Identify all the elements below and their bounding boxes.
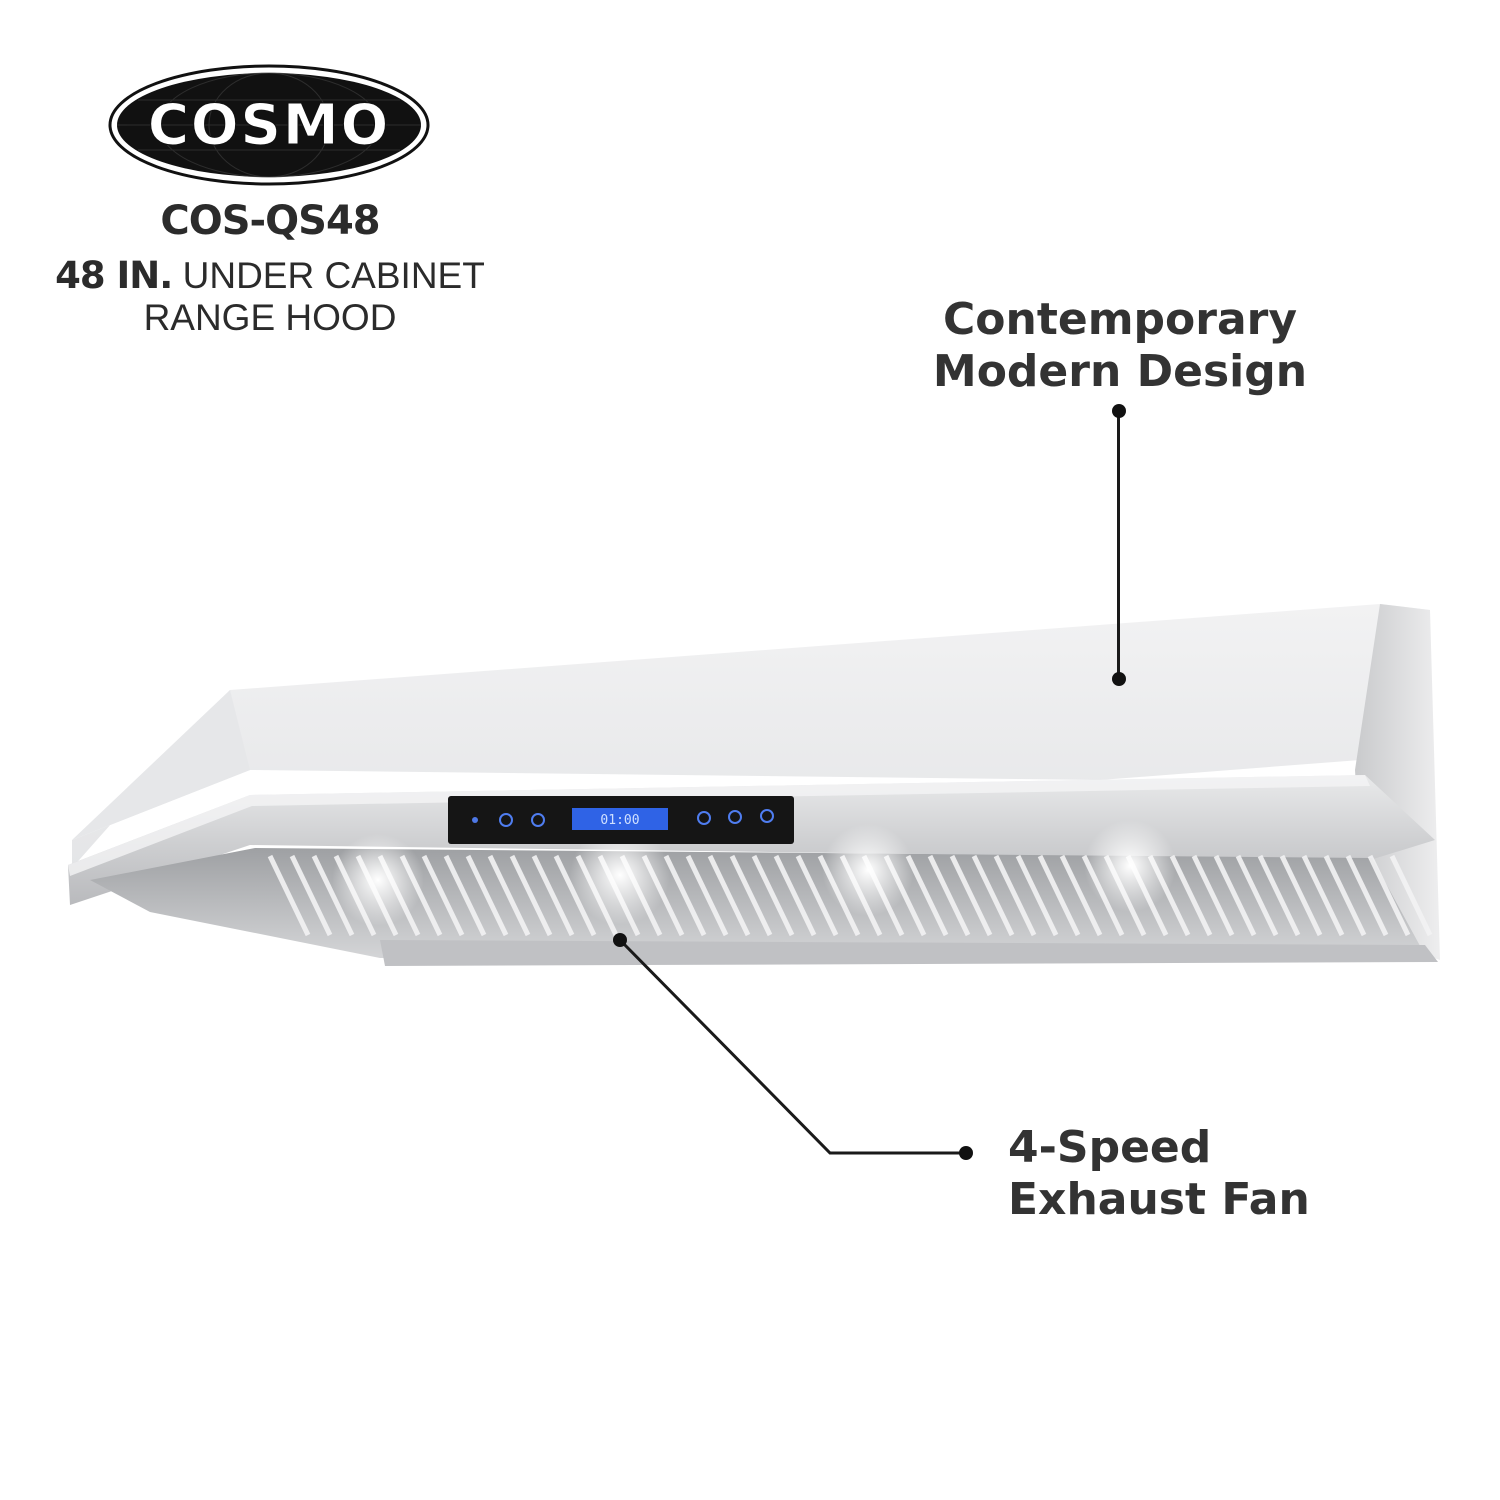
design-leader-dot-bottom	[1112, 672, 1126, 686]
type-label: UNDER CABINET	[172, 255, 485, 296]
baffle-slat	[443, 854, 487, 937]
model-number: COS-QS48	[160, 198, 380, 244]
design-leader-line	[1117, 410, 1120, 680]
callout-fan-line-1: 4-Speed	[1008, 1122, 1212, 1173]
size-label: 48 IN.	[55, 254, 173, 297]
fan-leader-dot-start	[613, 933, 627, 947]
baffle-slat	[1257, 854, 1301, 937]
baffle-slat	[1169, 854, 1213, 937]
baffle-slat	[971, 854, 1015, 937]
fan-leader-dot-end	[959, 1146, 973, 1160]
light-icon	[531, 813, 545, 827]
baffle-slat	[795, 854, 839, 937]
baffle-slat	[1235, 854, 1279, 937]
cosmo-logo: COSMO	[108, 64, 430, 186]
minus-icon	[697, 811, 711, 825]
baffle-slat	[1015, 854, 1059, 937]
description-line-2: RANGE HOOD	[143, 297, 397, 338]
callout-design-line-2: Modern Design	[932, 346, 1308, 397]
callout-design-line-1: Contemporary	[942, 294, 1298, 345]
design-leader-dot-top	[1112, 404, 1126, 418]
baffle-slat	[1367, 854, 1411, 937]
baffle-slat	[751, 854, 795, 937]
baffle-slat	[509, 854, 553, 937]
baffle-slat	[1037, 854, 1081, 937]
baffle-slat	[773, 854, 817, 937]
baffle-slat	[289, 854, 333, 937]
baffle-slat	[1323, 854, 1367, 937]
callout-fan-line-2: Exhaust Fan	[1008, 1174, 1310, 1225]
baffle-slat	[1191, 854, 1235, 937]
baffle-slat	[421, 854, 465, 937]
baffle-slat	[531, 854, 575, 937]
baffle-slat	[1059, 854, 1103, 937]
power-icon	[499, 813, 513, 827]
description-line-1: 48 IN. UNDER CABINET	[0, 255, 540, 297]
baffle-slat	[1301, 854, 1345, 937]
callout-fan: 4-Speed Exhaust Fan	[1008, 1122, 1428, 1226]
baffle-slat	[267, 854, 311, 937]
baffle-slat	[1389, 854, 1433, 937]
wifi-icon	[472, 817, 478, 823]
baffle-slat	[729, 854, 773, 937]
baffle-slat	[1213, 854, 1257, 937]
timer-icon	[760, 809, 774, 823]
baffle-slat	[707, 854, 751, 937]
baffle-slat	[993, 854, 1037, 937]
logo-graphic: COSMO	[108, 64, 430, 186]
display-time: 01:00	[600, 813, 639, 828]
baffle-slat	[905, 854, 949, 937]
baffle-slat	[663, 854, 707, 937]
baffle-slat	[1345, 854, 1389, 937]
plus-icon	[728, 810, 742, 824]
baffle-slat	[1279, 854, 1323, 937]
lcd-display	[572, 808, 668, 830]
product-description: 48 IN. UNDER CABINET RANGE HOOD	[0, 255, 540, 339]
baffle-slat	[487, 854, 531, 937]
baffle-slat	[949, 854, 993, 937]
baffle-slat	[465, 854, 509, 937]
svg-text:COSMO: COSMO	[148, 93, 390, 158]
control-panel: 01:00	[448, 796, 794, 844]
baffle-slat	[685, 854, 729, 937]
callout-design: Contemporary Modern Design	[910, 294, 1330, 398]
baffle-slat	[927, 854, 971, 937]
hood-top-panel	[72, 604, 1430, 868]
baffle-slat	[311, 854, 355, 937]
